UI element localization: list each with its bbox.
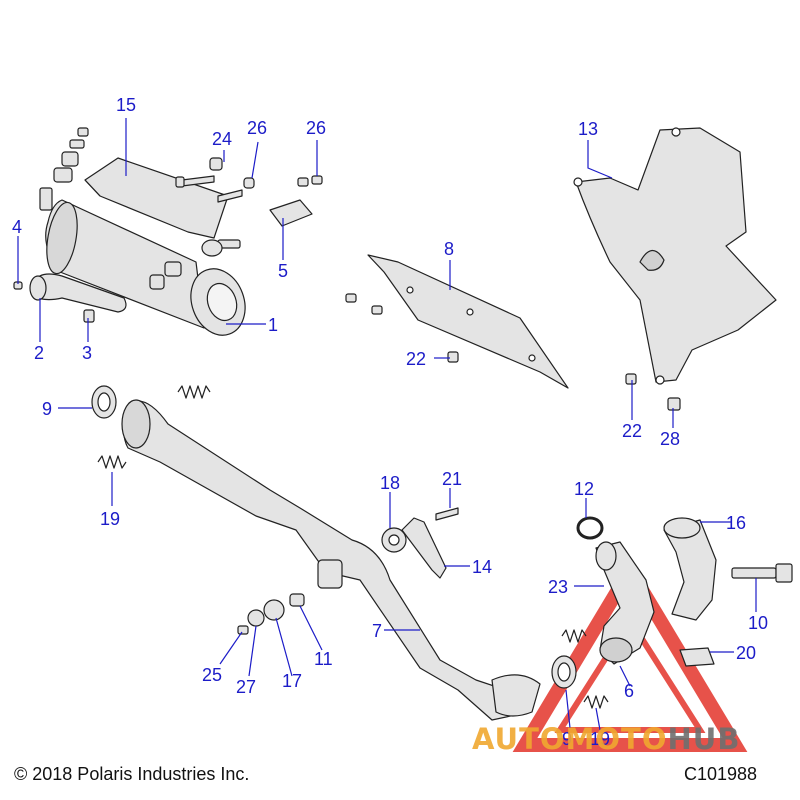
- callout-15: 15: [116, 95, 137, 115]
- callout-22: 22: [622, 421, 643, 441]
- callout-3: 3: [82, 343, 93, 363]
- callout-9: 9: [562, 729, 573, 749]
- clip-28: [667, 397, 681, 411]
- callout-6: 6: [624, 681, 635, 701]
- header-16: [663, 517, 717, 621]
- callout-12: 12: [574, 479, 595, 499]
- callout-23: 23: [548, 577, 569, 597]
- bolts-24: [175, 157, 255, 257]
- large-heat-shield: [573, 127, 777, 385]
- y-pipe-6: [595, 541, 655, 665]
- callout-26: 26: [247, 118, 268, 138]
- callout-10: 10: [748, 613, 769, 633]
- bracket-14: [401, 517, 447, 579]
- callout-24: 24: [212, 129, 233, 149]
- callout-20: 20: [736, 643, 757, 663]
- callout-13: 13: [578, 119, 599, 139]
- watermark-auto: AUTO: [472, 722, 566, 756]
- watermark-moto: MOTO: [565, 722, 668, 756]
- callout-8: 8: [444, 239, 455, 259]
- gasket-12: [576, 516, 604, 540]
- callout-11: 11: [314, 649, 333, 669]
- washer-27: [247, 609, 265, 627]
- callout-22: 22: [406, 349, 427, 369]
- fastener-stack: [39, 127, 89, 211]
- callout-18: 18: [380, 473, 401, 493]
- callout-25: 25: [202, 665, 223, 685]
- callout-14: 14: [472, 557, 493, 577]
- inlet-tailpipe: [29, 273, 127, 313]
- muffler-heat-shield: [84, 157, 229, 239]
- spring-19-top: [97, 385, 609, 709]
- callout-28: 28: [660, 429, 681, 449]
- leader-lines: [17, 118, 757, 731]
- o2-sensor-10: [731, 563, 793, 583]
- callout-21: 21: [442, 469, 463, 489]
- bolt-21: [435, 507, 459, 521]
- screw-22-a: [447, 351, 459, 363]
- screw-22-b: [625, 373, 637, 385]
- screw-8-b: [371, 305, 383, 315]
- callout-19: 19: [590, 729, 611, 749]
- nut-25: [237, 625, 249, 635]
- watermark-wordmark: AUTOMOTOHUB: [472, 722, 740, 756]
- callout-19: 19: [100, 509, 121, 529]
- callout-7: 7: [372, 621, 383, 641]
- screw-3: [83, 309, 95, 323]
- diagram-code: C101988: [684, 764, 758, 784]
- callout-4: 4: [12, 217, 23, 237]
- exhaust-head-pipe: [121, 399, 541, 721]
- callout-2: 2: [34, 343, 45, 363]
- muffler: [45, 199, 246, 336]
- callout-1: 1: [268, 315, 279, 335]
- clamp-bracket-5: [269, 175, 323, 227]
- spacer-11: [289, 593, 305, 607]
- callout-17: 17: [282, 671, 303, 691]
- callout-9: 9: [42, 399, 53, 419]
- callout-5: 5: [278, 261, 289, 281]
- clamp-20: [679, 647, 715, 667]
- heat-shield-plate: [367, 254, 569, 389]
- washer-17: [263, 599, 285, 621]
- callout-16: 16: [726, 513, 747, 533]
- copyright-text: © 2018 Polaris Industries Inc.: [14, 764, 250, 784]
- screw-8-a: [345, 293, 357, 303]
- callout-26: 26: [306, 118, 327, 138]
- watermark-hub: HUB: [667, 722, 741, 756]
- callout-27: 27: [236, 677, 257, 697]
